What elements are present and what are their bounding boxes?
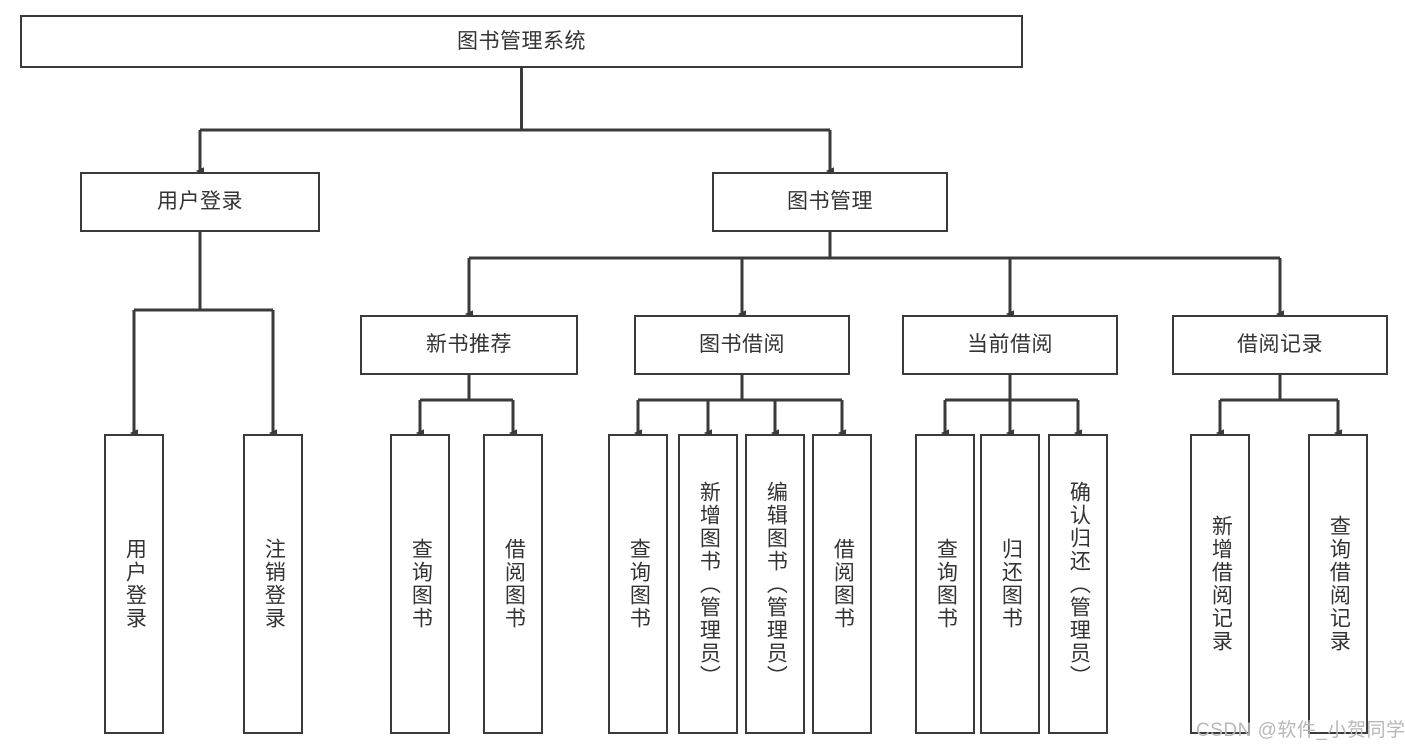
node-leaf-borrow-book[interactable]: 借阅图书 bbox=[812, 434, 872, 734]
node-leaf-borrow-book-recommend[interactable]: 借阅图书 bbox=[483, 434, 543, 734]
node-root-system[interactable]: 图书管理系统 bbox=[20, 15, 1023, 68]
node-new-book-recommend[interactable]: 新书推荐 bbox=[360, 315, 578, 375]
node-leaf-logout[interactable]: 注销登录 bbox=[243, 434, 303, 734]
node-current-borrow[interactable]: 当前借阅 bbox=[902, 315, 1118, 375]
node-leaf-query-book-borrow[interactable]: 查询图书 bbox=[608, 434, 668, 734]
node-leaf-user-login[interactable]: 用户登录 bbox=[104, 434, 164, 734]
node-leaf-query-book-recommend[interactable]: 查询图书 bbox=[390, 434, 450, 734]
node-leaf-add-borrow-record[interactable]: 新增借阅记录 bbox=[1190, 434, 1250, 734]
node-leaf-query-book-current[interactable]: 查询图书 bbox=[915, 434, 975, 734]
node-leaf-query-borrow-record[interactable]: 查询借阅记录 bbox=[1308, 434, 1368, 734]
node-leaf-confirm-return-admin[interactable]: 确认归还（管理员） bbox=[1048, 434, 1108, 734]
node-user-login[interactable]: 用户登录 bbox=[80, 172, 320, 232]
node-borrow-record[interactable]: 借阅记录 bbox=[1172, 315, 1388, 375]
node-leaf-add-book-admin[interactable]: 新增图书（管理员） bbox=[678, 434, 738, 734]
csdn-watermark: CSDN @软件_小贺同学 bbox=[1196, 720, 1405, 741]
node-book-management[interactable]: 图书管理 bbox=[712, 172, 948, 232]
node-book-borrow[interactable]: 图书借阅 bbox=[634, 315, 850, 375]
node-leaf-edit-book-admin[interactable]: 编辑图书（管理员） bbox=[745, 434, 805, 734]
node-leaf-return-book[interactable]: 归还图书 bbox=[980, 434, 1040, 734]
